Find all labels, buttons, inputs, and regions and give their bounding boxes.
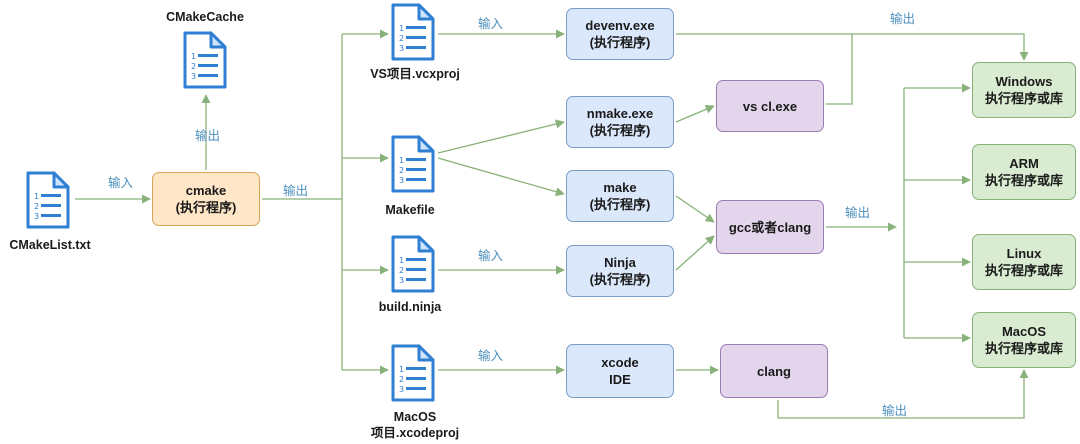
- make-node-subtitle: (执行程序): [589, 197, 651, 212]
- arm-target-title: ARM: [1009, 156, 1039, 171]
- windows-target-node[interactable]: Windows 执行程序或库: [972, 62, 1076, 118]
- svg-text:1: 1: [399, 256, 404, 265]
- vcxproj-label: VS项目.vcxproj: [370, 67, 460, 81]
- edge-makefile-to-make: [437, 157, 565, 197]
- svg-text:1: 1: [191, 52, 196, 61]
- svg-text:3: 3: [399, 176, 404, 185]
- nmake-node-title: nmake.exe: [586, 106, 654, 121]
- edge-vscl-to-windows-line: [826, 34, 853, 105]
- svg-text:2: 2: [399, 166, 404, 175]
- clang-node[interactable]: clang: [720, 344, 828, 398]
- edge-clang-to-macos: [777, 369, 1029, 419]
- xcode-node[interactable]: xcode IDE: [566, 344, 674, 398]
- xcode-node-title: xcode: [601, 355, 639, 370]
- devenv-node[interactable]: devenv.exe (执行程序): [566, 8, 674, 60]
- svg-text:2: 2: [191, 62, 196, 71]
- ninja-node-title: Ninja: [604, 255, 636, 270]
- xcode-node-subtitle: IDE: [609, 372, 631, 387]
- svg-text:1: 1: [399, 24, 404, 33]
- linux-target-node[interactable]: Linux 执行程序或库: [972, 234, 1076, 290]
- vscl-node[interactable]: vs cl.exe: [716, 80, 824, 132]
- edge-label-input-cmake: 输入: [108, 176, 134, 190]
- linux-target-title: Linux: [1006, 246, 1042, 261]
- svg-text:2: 2: [34, 202, 39, 211]
- svg-text:2: 2: [399, 375, 404, 384]
- edge-label-output-cache: 输出: [195, 129, 221, 143]
- ninja-node-subtitle: (执行程序): [589, 272, 651, 287]
- svg-text:1: 1: [34, 192, 39, 201]
- gcc-node[interactable]: gcc或者clang: [716, 200, 824, 254]
- devenv-node-title: devenv.exe: [585, 18, 655, 33]
- edge-label-output-cmake: 输出: [283, 184, 309, 198]
- clang-node-title: clang: [757, 363, 791, 379]
- gcc-node-title: gcc或者clang: [728, 219, 812, 235]
- make-node[interactable]: make (执行程序): [566, 170, 674, 222]
- xcodeproj-label: MacOS 项目.xcodeproj: [350, 409, 480, 441]
- edge-label-input-devenv: 输入: [478, 17, 504, 31]
- cmakecache-label: CMakeCache: [166, 10, 244, 24]
- xcodeproj-label-line1: MacOS: [393, 410, 437, 424]
- windows-target-subtitle: 执行程序或库: [984, 91, 1063, 106]
- devenv-node-subtitle: (执行程序): [589, 35, 651, 50]
- cmake-node[interactable]: cmake (执行程序): [152, 172, 260, 226]
- macos-target-node[interactable]: MacOS 执行程序或库: [972, 312, 1076, 368]
- cmake-node-title: cmake: [185, 183, 227, 198]
- svg-text:1: 1: [399, 156, 404, 165]
- nmake-node[interactable]: nmake.exe (执行程序): [566, 96, 674, 148]
- edge-label-output-windows: 输出: [890, 12, 916, 26]
- edge-label-input-ninja: 输入: [478, 249, 504, 263]
- svg-text:3: 3: [191, 72, 196, 81]
- vscl-node-title: vs cl.exe: [742, 98, 798, 114]
- linux-target-subtitle: 执行程序或库: [984, 263, 1063, 278]
- edge-devenv-to-windows: [676, 33, 1029, 61]
- macos-target-subtitle: 执行程序或库: [984, 341, 1063, 356]
- cmake-node-subtitle: (执行程序): [175, 200, 237, 215]
- edge-nmake-to-vscl: [675, 104, 715, 123]
- arm-target-subtitle: 执行程序或库: [984, 173, 1063, 188]
- cmakelist-label: CMakeList.txt: [9, 238, 91, 252]
- edge-ninjaexe-to-gcc: [675, 235, 715, 271]
- windows-target-title: Windows: [995, 74, 1053, 89]
- macos-target-title: MacOS: [1001, 324, 1047, 339]
- edge-label-output-clang: 输出: [882, 404, 908, 418]
- svg-text:3: 3: [399, 385, 404, 394]
- svg-text:3: 3: [399, 276, 404, 285]
- svg-text:2: 2: [399, 266, 404, 275]
- make-node-title: make: [603, 180, 637, 195]
- ninja-label: build.ninja: [378, 300, 442, 314]
- nmake-node-subtitle: (执行程序): [589, 123, 651, 138]
- makefile-label: Makefile: [385, 203, 435, 217]
- edge-makefile-to-nmake: [437, 119, 565, 154]
- svg-text:1: 1: [399, 365, 404, 374]
- xcodeproj-label-line2: 项目.xcodeproj: [370, 426, 460, 440]
- edge-label-input-xcode: 输入: [478, 349, 504, 363]
- edge-make-to-gcc: [675, 195, 715, 223]
- ninja-node[interactable]: Ninja (执行程序): [566, 245, 674, 297]
- edge-label-output-gcc: 输出: [845, 206, 871, 220]
- arm-target-node[interactable]: ARM 执行程序或库: [972, 144, 1076, 200]
- svg-text:3: 3: [34, 212, 39, 221]
- svg-text:3: 3: [399, 44, 404, 53]
- svg-text:2: 2: [399, 34, 404, 43]
